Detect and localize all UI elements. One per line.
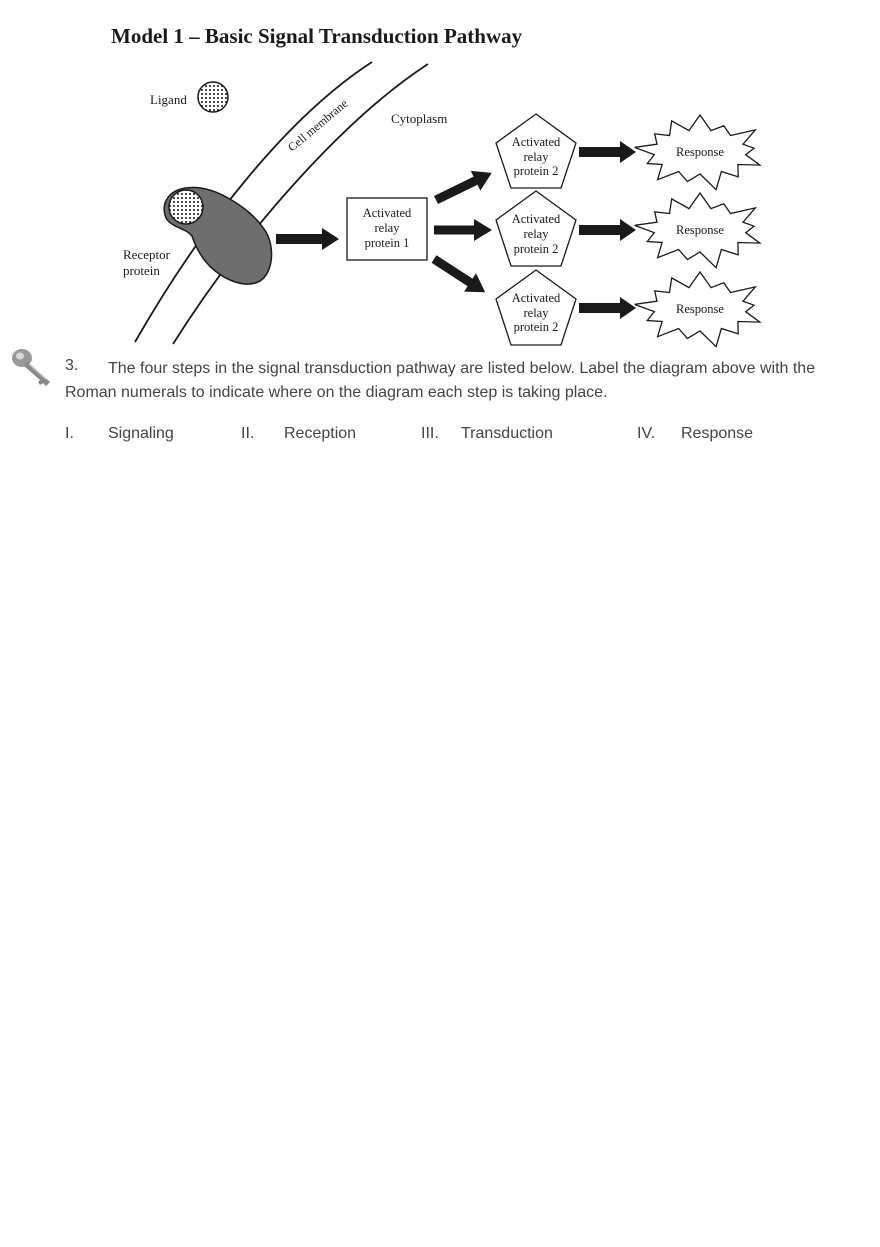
relay-2-middle-label-line-2: relay [524,227,550,241]
response-label-middle: Response [676,223,724,237]
step-4-label: Response [681,425,754,442]
arrow-to-relay-2-middle [434,219,492,241]
key-icon [12,349,50,386]
step-1-label: Signaling [108,425,174,442]
relay-2-bottom-label-line-2: relay [524,306,550,320]
response-label-top: Response [676,145,724,159]
relay-1-label-line-1: Activated [363,206,412,220]
step-3-label: Transduction [461,425,553,442]
relay-2-top-label-line-1: Activated [512,135,561,149]
signal-transduction-diagram: Cell membrane Ligand Cytoplasm Receptor … [123,61,762,348]
step-1-numeral: I. [65,425,74,442]
response-burst-top: Response [634,113,762,191]
bound-ligand-icon [168,189,204,225]
relay-2-middle-label-line-3: protein 2 [514,242,559,256]
arrow-to-response-top [579,141,636,163]
response-burst-bottom: Response [634,270,762,348]
ligand-label: Ligand [150,92,187,107]
relay-2-top-label-line-2: relay [524,150,550,164]
relay-protein-2-top: Activated relay protein 2 [495,113,577,189]
step-4-numeral: IV. [637,425,656,442]
relay-2-middle-label-line-1: Activated [512,212,561,226]
relay-2-top-label-line-3: protein 2 [514,164,559,178]
arrow-to-relay-1 [276,228,339,250]
arrow-to-relay-2-top [434,170,492,205]
question-3-text: The four steps in the signal transductio… [65,360,816,401]
question-3-number: 3. [65,357,79,374]
step-2-label: Reception [284,425,357,442]
response-burst-middle: Response [634,191,762,269]
step-3-numeral: III. [421,425,439,442]
relay-protein-2-bottom: Activated relay protein 2 [495,269,577,346]
relay-protein-1-box [346,197,428,261]
cell-membrane-inner-line [172,63,429,345]
receptor-label-line-2: protein [123,263,160,278]
ligand-icon [197,81,229,113]
step-2-numeral: II. [241,425,255,442]
receptor-label-line-1: Receptor [123,247,171,262]
cell-membrane-outer-line [134,61,373,343]
relay-2-bottom-label-line-1: Activated [512,291,561,305]
cytoplasm-label: Cytoplasm [391,111,447,126]
relay-2-bottom-label-line-3: protein 2 [514,320,559,334]
diagram-title: Model 1 – Basic Signal Transduction Path… [111,24,523,48]
arrow-to-relay-2-bottom [431,255,486,293]
response-label-bottom: Response [676,302,724,316]
relay-protein-2-middle: Activated relay protein 2 [495,190,577,267]
arrow-to-response-middle [579,219,636,241]
relay-1-label-line-2: relay [375,221,401,235]
relay-1-label-line-3: protein 1 [365,236,410,250]
arrow-to-response-bottom [579,297,636,319]
